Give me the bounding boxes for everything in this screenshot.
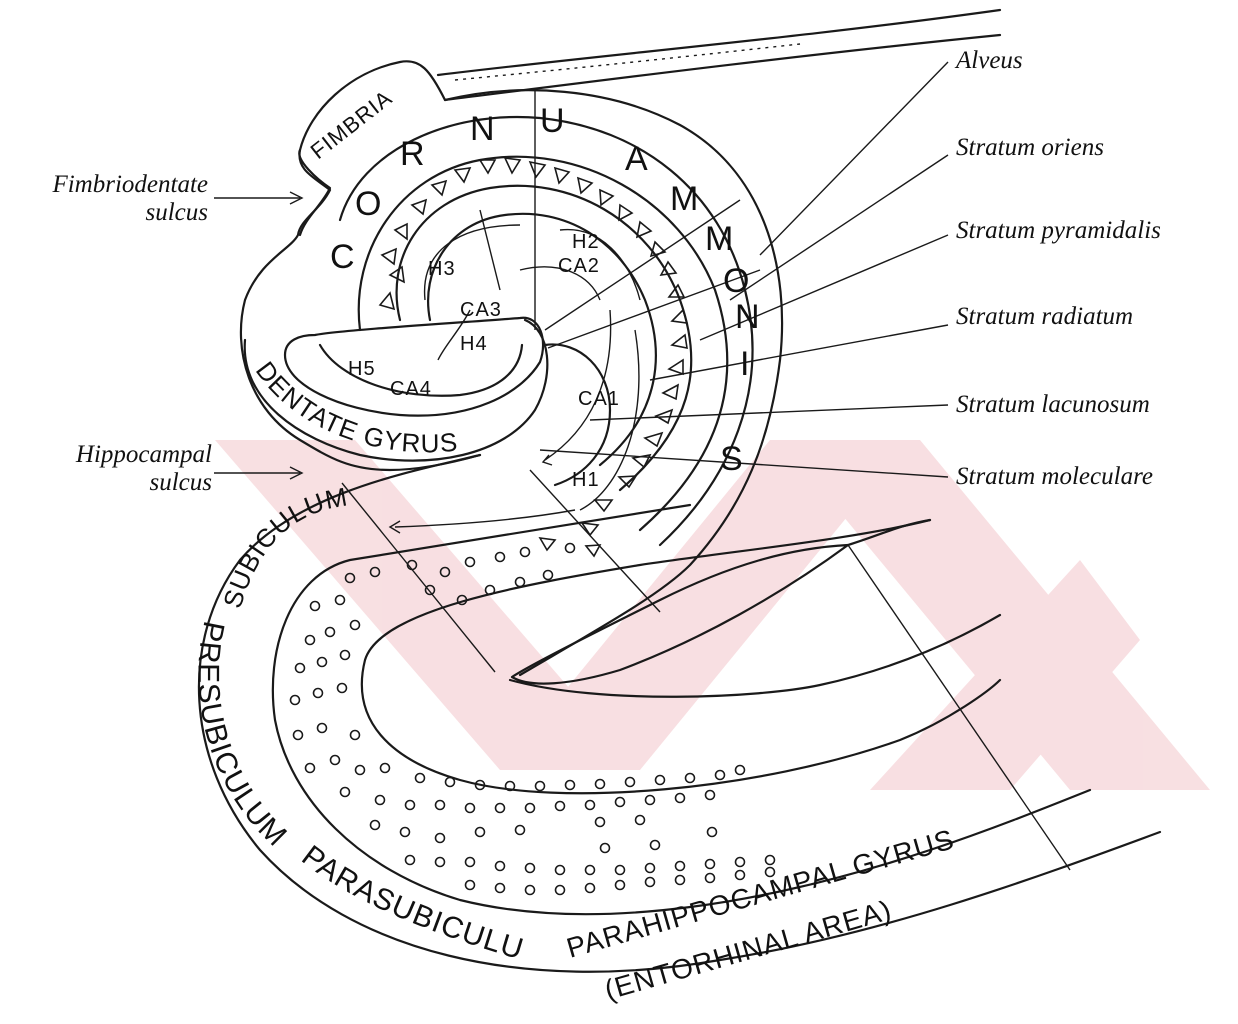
label-h3: H3 (428, 258, 456, 280)
label-ca1: CA1 (578, 388, 620, 410)
label-fimbriodentate-sulcus: sulcus (146, 199, 209, 226)
label-stratum-moleculare: Stratum moleculare (956, 463, 1153, 490)
label-fimbriodentate: Fimbriodentate (51, 171, 208, 198)
label-h4: H4 (460, 333, 488, 355)
pyramidal-cells (380, 158, 687, 556)
leader-oriens (730, 155, 948, 300)
svg-text:M: M (670, 180, 699, 218)
leader-alveus (760, 62, 948, 255)
label-h5: H5 (348, 358, 376, 380)
divider-h1 (530, 470, 660, 612)
label-h1: H1 (572, 469, 600, 491)
label-hippocampal-sulcus: sulcus (150, 469, 213, 496)
svg-text:M: M (705, 220, 734, 258)
svg-text:S: S (720, 440, 744, 478)
dentate-granule-outer (285, 318, 543, 416)
svg-text:A: A (625, 140, 649, 178)
label-stratum-radiatum: Stratum radiatum (956, 303, 1133, 330)
svg-text:O: O (723, 262, 750, 300)
label-stratum-pyramidalis: Stratum pyramidalis (956, 217, 1161, 244)
label-stratum-oriens: Stratum oriens (956, 134, 1104, 161)
label-hippocampal: Hippocampal (75, 441, 212, 468)
leader-radiatum (650, 325, 948, 380)
svg-text:N: N (735, 298, 761, 336)
svg-text:O: O (355, 185, 382, 223)
svg-text:U: U (540, 102, 566, 140)
svg-text:R: R (400, 135, 426, 173)
label-ca4: CA4 (390, 378, 432, 400)
watermark (215, 440, 1210, 790)
label-alveus: Alveus (954, 47, 1023, 74)
label-ca2: CA2 (558, 255, 600, 277)
svg-text:I: I (740, 345, 750, 383)
svg-text:N: N (470, 110, 496, 148)
label-stratum-lacunosum: Stratum lacunosum (956, 391, 1150, 418)
divider-h3 (480, 210, 500, 290)
label-fimbria: FIMBRIA (306, 85, 397, 164)
svg-text:C: C (330, 238, 356, 276)
label-h2: H2 (572, 231, 600, 253)
label-ca3: CA3 (460, 299, 502, 321)
